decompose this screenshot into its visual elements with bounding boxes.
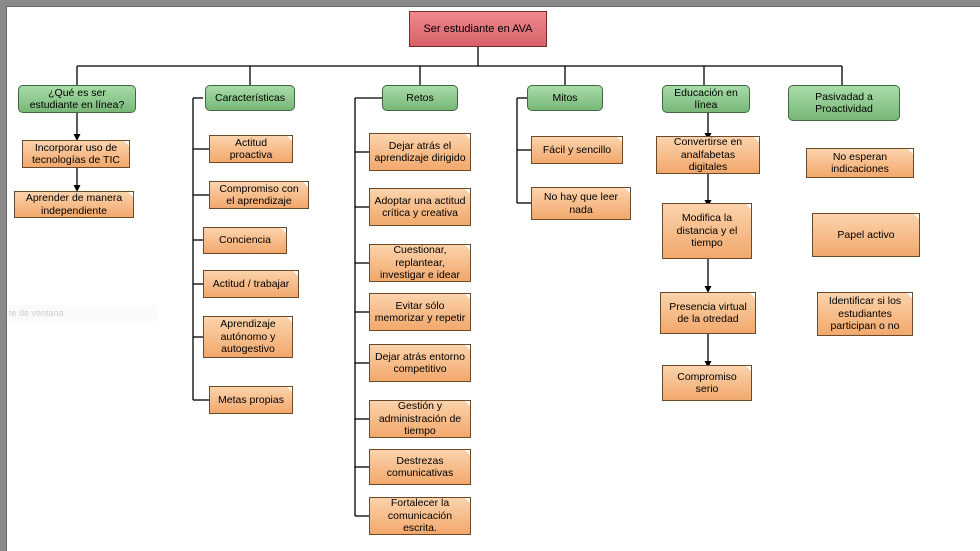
leaf-retos-3[interactable]: Cuestionar, replantear, investigar e ide… xyxy=(369,244,471,282)
leaf-retos-1[interactable]: Dejar atrás el aprendizaje dirigido xyxy=(369,133,471,171)
leaf-mitos-2[interactable]: No hay que leer nada xyxy=(531,187,631,220)
leaf-educacion-1[interactable]: Convertirse en analfabetas digitales xyxy=(656,136,760,174)
category-retos[interactable]: Retos xyxy=(382,85,458,111)
category-mitos[interactable]: Mitos xyxy=(527,85,603,111)
leaf-educacion-2[interactable]: Modifica la distancia y el tiempo xyxy=(662,203,752,259)
leaf-retos-6[interactable]: Gestión y administración de tiempo xyxy=(369,400,471,438)
concept-map-canvas: te de ventana Ser estudiante en AVA ¿Qué… xyxy=(6,6,980,551)
leaf-que-es-1[interactable]: Incorporar uso de tecnologías de TIC xyxy=(22,140,130,168)
leaf-retos-2[interactable]: Adoptar una actitud crítica y creativa xyxy=(369,188,471,226)
leaf-retos-8[interactable]: Fortalecer la comunicación escrita. xyxy=(369,497,471,535)
leaf-caracteristicas-6[interactable]: Metas propias xyxy=(209,386,293,414)
leaf-educacion-3[interactable]: Presencia virtual de la otredad xyxy=(660,292,756,334)
category-educacion[interactable]: Educación en línea xyxy=(662,85,750,113)
leaf-pasividad-2[interactable]: Papel activo xyxy=(812,213,920,257)
leaf-mitos-1[interactable]: Fácil y sencillo xyxy=(531,136,623,164)
leaf-retos-7[interactable]: Destrezas comunicativas xyxy=(369,449,471,485)
category-caracteristicas[interactable]: Características xyxy=(205,85,295,111)
leaf-educacion-4[interactable]: Compromiso serio xyxy=(662,365,752,401)
leaf-pasividad-1[interactable]: No esperan indicaciones xyxy=(806,148,914,178)
leaf-caracteristicas-4[interactable]: Actitud / trabajar xyxy=(203,270,299,298)
category-pasividad[interactable]: Pasivadad a Proactividad xyxy=(788,85,900,121)
leaf-pasividad-3[interactable]: Identificar si los estudiantes participa… xyxy=(817,292,913,336)
leaf-caracteristicas-3[interactable]: Conciencia xyxy=(203,227,287,254)
leaf-que-es-2[interactable]: Aprender de manera independiente xyxy=(14,191,134,218)
leaf-retos-5[interactable]: Dejar atrás entorno competitivo xyxy=(369,344,471,382)
category-que-es[interactable]: ¿Qué es ser estudiante en línea? xyxy=(18,85,136,113)
connector-lines xyxy=(73,47,843,517)
leaf-caracteristicas-1[interactable]: Actitud proactiva xyxy=(209,135,293,163)
leaf-caracteristicas-5[interactable]: Aprendizaje autónomo y autogestivo xyxy=(203,316,293,358)
leaf-retos-4[interactable]: Evitar sólo memorizar y repetir xyxy=(369,293,471,331)
leaf-caracteristicas-2[interactable]: Compromiso con el aprendizaje xyxy=(209,181,309,209)
window-hint-text: te de ventana xyxy=(7,305,157,321)
root-node[interactable]: Ser estudiante en AVA xyxy=(409,11,547,47)
